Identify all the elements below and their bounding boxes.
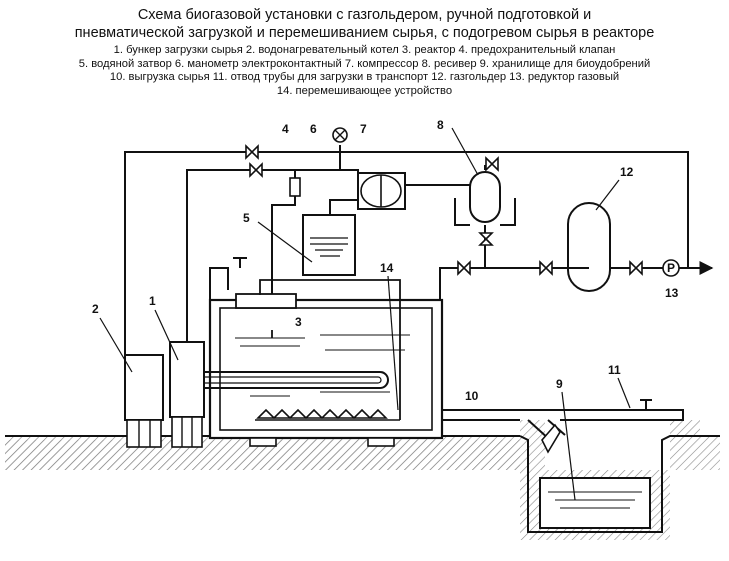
receiver [469,171,501,223]
leader-14 [387,275,399,411]
diagram-title: Схема биогазовой установки с газгольдеро… [0,6,729,42]
discharge-pipe [442,399,684,441]
legend: 1. бункер загрузки сырья 2. водонагреват… [0,44,729,98]
compressor [357,172,406,210]
legend-line-4: 14. перемешивающее устройство [276,84,453,97]
leader-12 [595,179,620,211]
legend-line-3: 10. выгрузка сырья 11. отвод трубы для з… [109,71,620,84]
legend-line-1: 1. бункер загрузки сырья 2. водонагреват… [113,44,616,56]
loading-pipe [209,257,247,300]
discharge-outlet [541,423,561,454]
leader-11 [617,377,631,409]
label-10: 10 [465,389,479,403]
label-4: 4 [282,122,289,136]
label-9: 9 [556,377,563,391]
fertilizer-storage [539,477,651,529]
label-3: 3 [295,315,302,329]
manometer [332,127,348,143]
leader-2 [99,317,133,373]
gas-reducer: P [662,259,714,277]
leader-5 [257,221,313,263]
label-6: 6 [310,122,317,136]
mixing-device [255,279,401,421]
water-seal [302,214,356,276]
label-2: 2 [92,302,99,316]
leader-8 [451,127,479,176]
label-12: 12 [620,165,634,179]
legend-line-2: 5. водяной затвор 6. манометр электрокон… [78,57,651,70]
number-labels: 1 2 3 4 5 6 7 8 9 10 11 12 13 14 [92,118,679,403]
reactor [205,293,444,447]
label-11: 11 [608,363,621,377]
loading-bunker [169,341,205,448]
label-13: 13 [665,286,679,300]
leader-1 [154,309,179,361]
label-7: 7 [360,122,367,136]
label-14: 14 [380,261,394,275]
safety-valve [289,177,301,197]
label-5: 5 [243,211,250,225]
title-line-2: пневматической загрузкой и перемешивание… [74,25,655,41]
label-8: 8 [437,118,444,132]
label-1: 1 [149,294,156,308]
leader-9 [561,391,576,501]
water-boiler [124,354,164,448]
reducer-symbol: P [667,261,675,275]
gasholder [567,202,611,292]
title-line-1: Схема биогазовой установки с газгольдеро… [137,7,592,23]
valves [245,144,643,276]
